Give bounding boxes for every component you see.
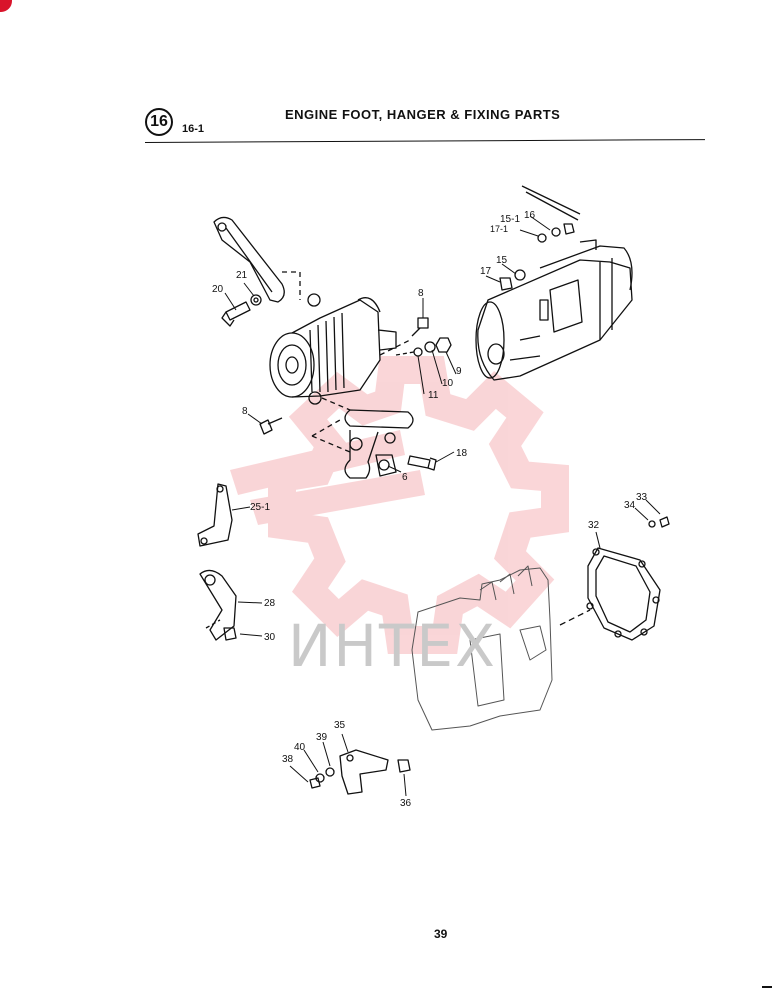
page-title: ENGINE FOOT, HANGER & FIXING PARTS	[285, 107, 561, 122]
part-label: 32	[588, 520, 600, 531]
part-label: 40	[294, 742, 306, 753]
bracket-28	[199, 569, 237, 641]
page-number: 39	[434, 927, 448, 941]
part-label: 33	[636, 492, 648, 503]
edge-mark	[762, 986, 772, 988]
bracket-35	[309, 749, 411, 795]
alternator-lower-bracket	[311, 397, 414, 479]
leader-lines	[224, 215, 661, 797]
bolt-8-lower	[259, 417, 283, 435]
part-label: 16	[524, 210, 536, 221]
part-label: 34	[624, 500, 636, 511]
engine-block-outline	[411, 565, 553, 731]
part-label: 9	[456, 366, 462, 377]
part-label: 25-1	[250, 502, 270, 513]
sub-section-number: 16-1	[182, 123, 205, 135]
part-label: 18	[456, 448, 468, 459]
nut-washer-group	[395, 337, 452, 357]
bolt-18	[407, 455, 437, 471]
part-label: 30	[264, 632, 276, 643]
part-label: 38	[282, 754, 294, 765]
bolt-8-upper	[379, 317, 429, 356]
part-label: 39	[316, 732, 328, 743]
part-label: 28	[264, 598, 276, 609]
part-label: 8	[242, 406, 248, 417]
part-label: 11	[428, 390, 439, 401]
part-label: 15	[496, 255, 508, 266]
part-label: 21	[236, 270, 248, 281]
part-label: 8	[418, 288, 424, 299]
part-label: 35	[334, 720, 346, 731]
starter-fasteners	[499, 185, 581, 291]
part-label: 17-1	[490, 224, 508, 234]
part-label: 6	[402, 472, 408, 483]
part-label: 17	[480, 266, 492, 277]
bracket-25-1	[197, 483, 233, 547]
section-number-badge: 16	[145, 108, 173, 136]
watermark-text: ИНТЕХ	[288, 612, 497, 680]
starter-motor	[475, 239, 633, 381]
bolt-20	[221, 294, 262, 327]
part-label: 10	[442, 378, 454, 389]
section-number: 16	[150, 113, 168, 130]
part-label: 20	[212, 284, 224, 295]
housing-cover-32	[559, 516, 670, 641]
alternator-adjust-bracket	[213, 216, 301, 303]
alternator	[269, 293, 397, 405]
page-header: 16 16-1 ENGINE FOOT, HANGER & FIXING PAR…	[0, 0, 772, 160]
part-label: 36	[400, 798, 412, 809]
part-label: 15-1	[500, 214, 520, 225]
